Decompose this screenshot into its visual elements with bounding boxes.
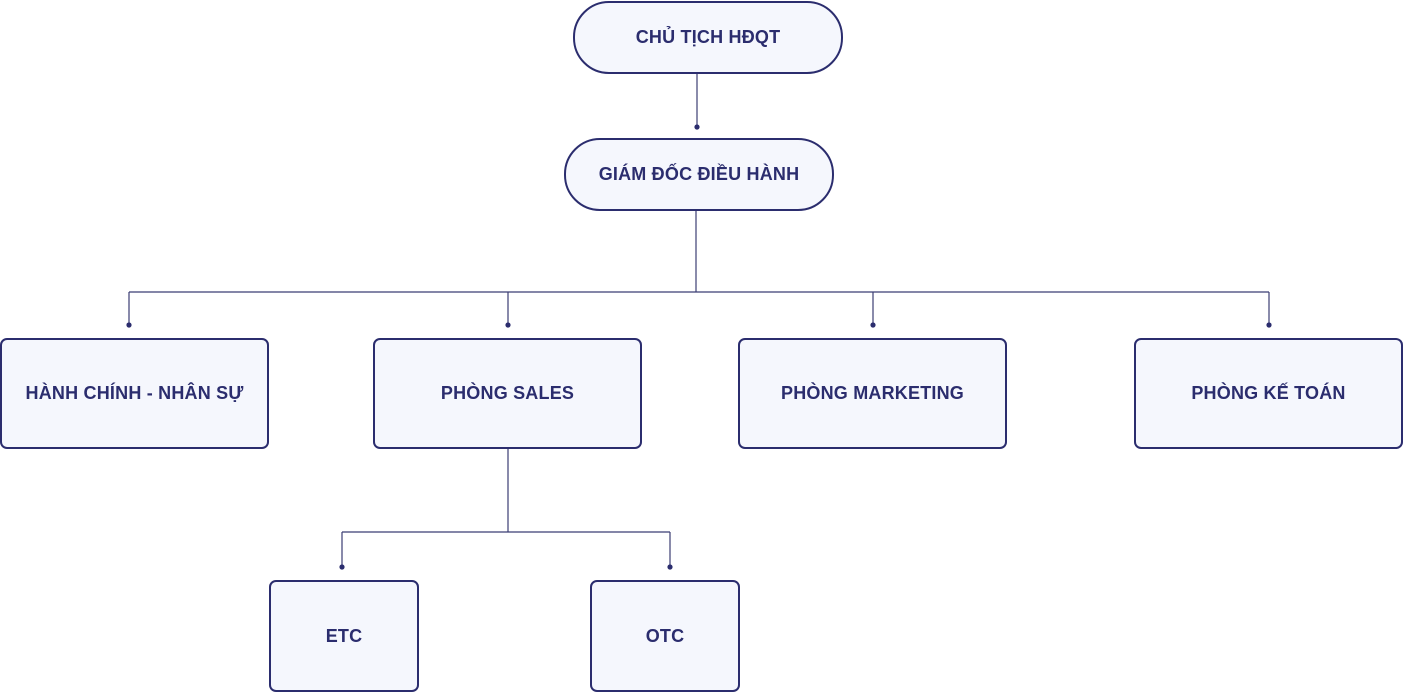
node-ceo: GIÁM ĐỐC ĐIỀU HÀNH [564, 138, 834, 211]
node-otc: OTC [590, 580, 740, 692]
node-accounting-department-label: PHÒNG KẾ TOÁN [1191, 383, 1346, 403]
node-accounting-department: PHÒNG KẾ TOÁN [1134, 338, 1403, 449]
node-sales-department-label: PHÒNG SALES [440, 383, 575, 403]
node-hr-department-label: HÀNH CHÍNH - NHÂN SỰ [25, 383, 244, 403]
connector-dot-ceo [694, 124, 700, 130]
connector-dot-hr [126, 322, 132, 328]
connector-dot-marketing [870, 322, 876, 328]
node-otc-label: OTC [645, 625, 685, 646]
node-etc-label: ETC [325, 625, 363, 646]
connector-dot-sales [505, 322, 511, 328]
node-marketing-department: PHÒNG MARKETING [738, 338, 1007, 449]
node-marketing-department-label: PHÒNG MARKETING [781, 383, 964, 403]
node-ceo-label: GIÁM ĐỐC ĐIỀU HÀNH [598, 164, 800, 184]
node-chairman-label: CHỦ TỊCH HĐQT [635, 27, 781, 47]
node-chairman: CHỦ TỊCH HĐQT [573, 1, 843, 74]
connector-dot-accounting [1266, 322, 1272, 328]
node-sales-department: PHÒNG SALES [373, 338, 642, 449]
node-etc: ETC [269, 580, 419, 692]
connector-dot-etc [339, 564, 345, 570]
node-hr-department: HÀNH CHÍNH - NHÂN SỰ [0, 338, 269, 449]
connector-dot-otc [667, 564, 673, 570]
